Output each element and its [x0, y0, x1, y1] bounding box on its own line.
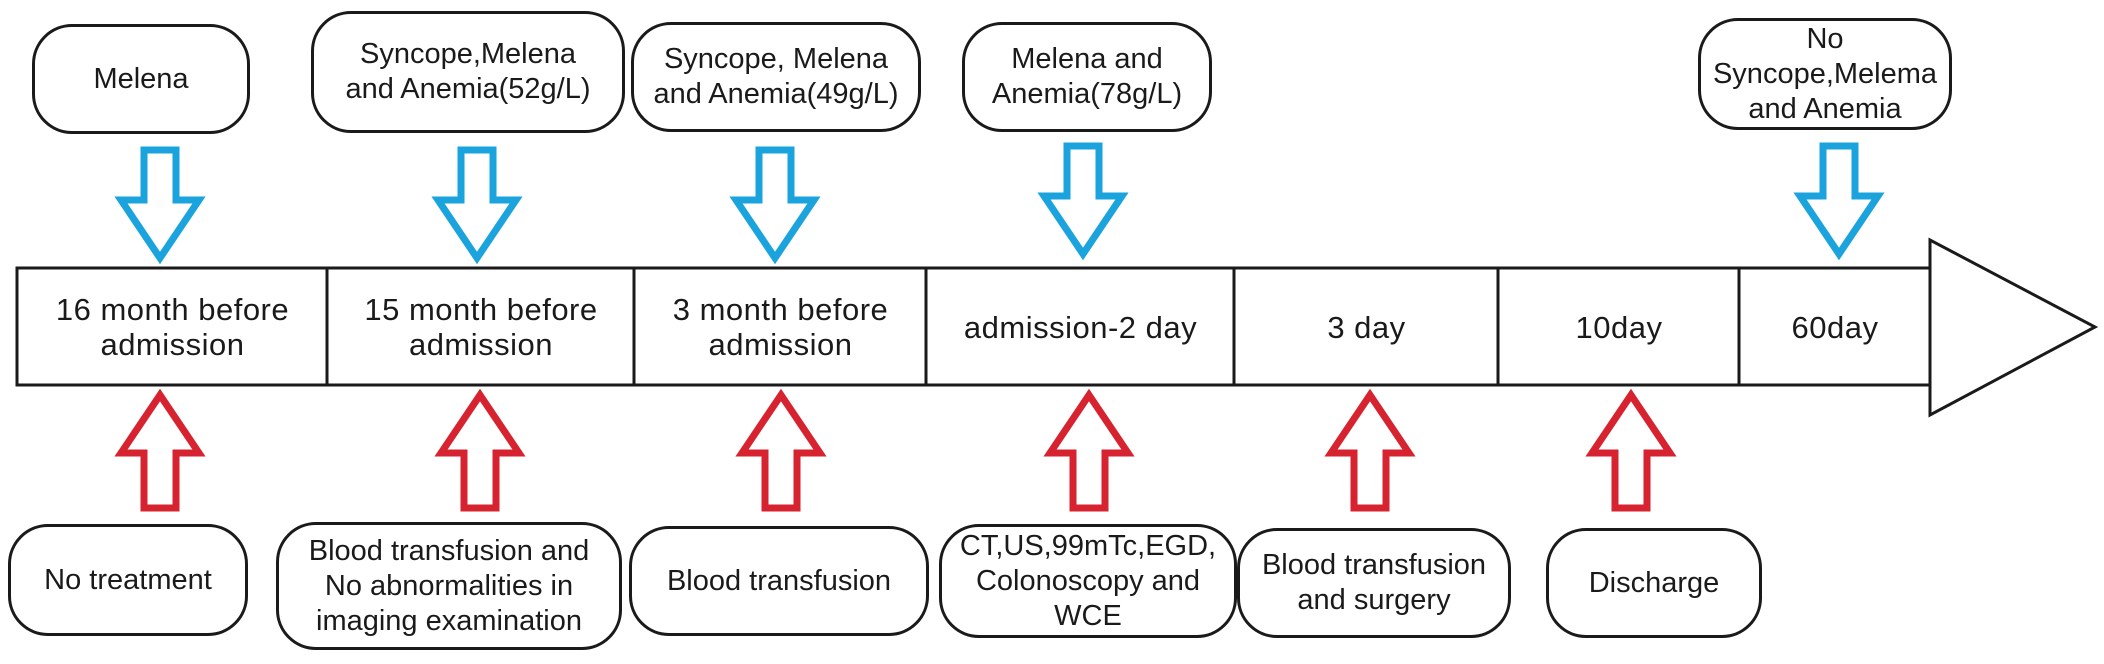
- treatment-arrow: [114, 388, 206, 512]
- symptom-box: Syncope,Melena and Anemia(52g/L): [311, 11, 625, 133]
- treatment-arrow: [735, 388, 827, 512]
- treatment-arrow: [1043, 388, 1135, 512]
- treatment-box: CT,US,99mTc,EGD, Colonoscopy and WCE: [939, 524, 1237, 638]
- symptom-box: Syncope, Melena and Anemia(49g/L): [631, 22, 921, 132]
- timeline-segment-label: 15 month before admission: [364, 292, 598, 362]
- timeline-segment-label: 3 day: [1327, 309, 1406, 345]
- treatment-box: Discharge: [1546, 528, 1762, 638]
- symptom-arrow: [431, 146, 523, 265]
- treatment-arrow: [1585, 388, 1677, 512]
- treatment-arrow: [1324, 388, 1416, 512]
- treatment-box: No treatment: [8, 524, 248, 636]
- treatment-box: Blood transfusion: [629, 526, 929, 636]
- symptom-box: Melena and Anemia(78g/L): [962, 22, 1212, 132]
- timeline-segment-label: 3 month before admission: [672, 292, 889, 362]
- timeline-segment-label: 10day: [1575, 309, 1663, 345]
- symptom-box: Melena: [32, 24, 250, 134]
- treatment-arrow: [434, 388, 526, 512]
- symptom-box: No Syncope,Melema and Anemia: [1698, 18, 1952, 130]
- timeline-arrow: [15, 237, 2099, 418]
- timeline-segment-label: 60day: [1791, 309, 1879, 345]
- treatment-box: Blood transfusion and surgery: [1237, 528, 1511, 638]
- symptom-arrow: [114, 146, 206, 265]
- symptom-arrow: [729, 146, 821, 265]
- timeline-segment-label: 16 month before admission: [55, 292, 290, 362]
- timeline-segment-label: admission-2 day: [963, 309, 1198, 345]
- symptom-arrow: [1037, 142, 1129, 261]
- treatment-box: Blood transfusion and No abnormalities i…: [276, 522, 622, 650]
- symptom-arrow: [1793, 142, 1885, 261]
